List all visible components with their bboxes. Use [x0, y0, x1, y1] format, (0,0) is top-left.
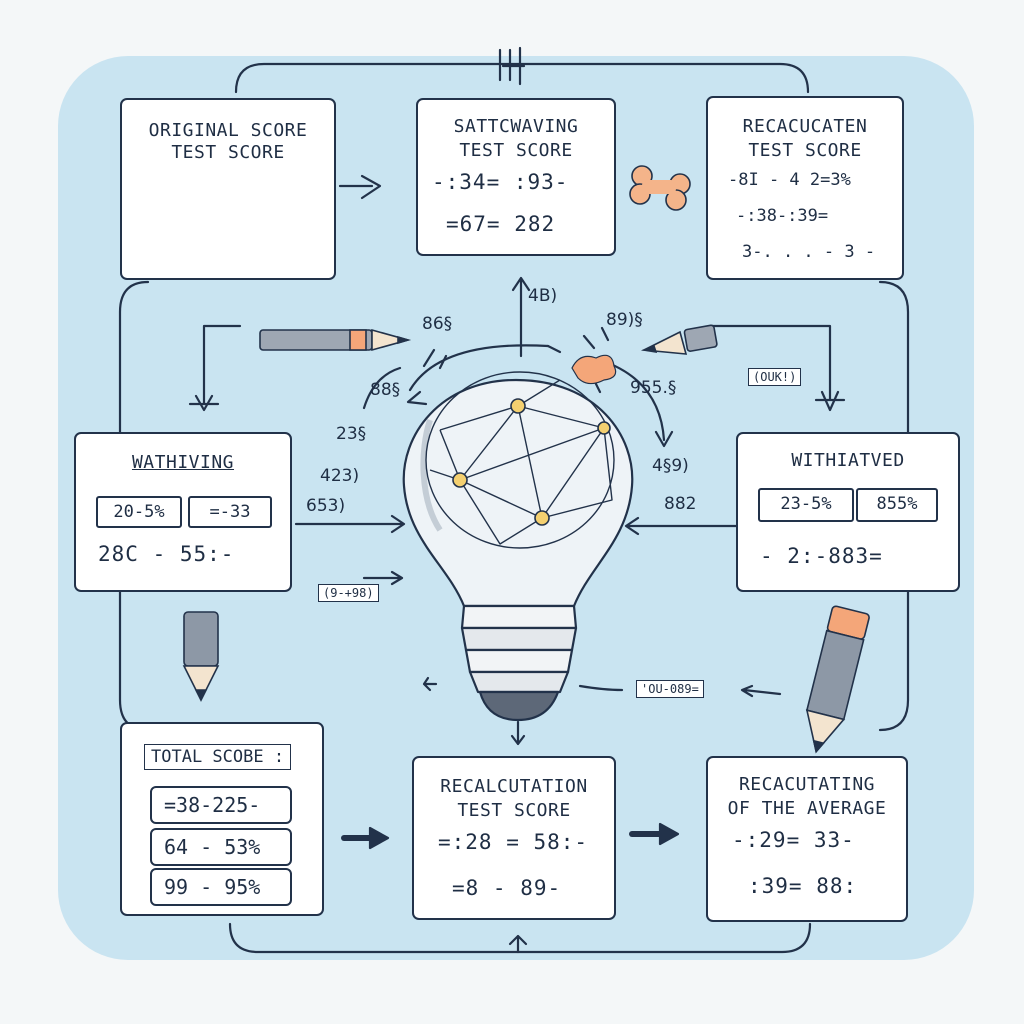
annotation-left-a: 86§ [422, 314, 453, 334]
annotation-top: 4B) [528, 286, 558, 306]
recalcutation-subtitle: TEST SCORE [457, 800, 571, 821]
tag-left: (9-+98) [318, 584, 379, 602]
withiatved-cell-1: 23-5% [758, 488, 854, 522]
bone-doodle [629, 165, 691, 211]
withiatved-title: WITHIATVED [791, 450, 905, 471]
arrow-bulb-up [511, 276, 531, 358]
total-score-row-2: 64 - 53% [150, 828, 292, 866]
recacucaten-equation-3: 3-. . . - 3 - [742, 242, 876, 262]
arrow-bulb-down [510, 720, 526, 746]
annotation-left-b: 88§ [370, 380, 401, 400]
annotation-right-a: 89)§ [606, 310, 643, 330]
wathiving-cell-1: 20-5% [96, 496, 182, 528]
recacutating-title: RECACUTATING [738, 774, 876, 795]
recalcutation-equation-2: =8 - 89- [452, 876, 562, 900]
tag-bottom: 'OU-089= [636, 680, 704, 698]
arrow-tag-left [362, 570, 404, 586]
arrow-original-to-sattcwaving [338, 174, 382, 200]
arc-left-small [362, 366, 402, 410]
wathiving-box: WATHIVING 20-5% =-33 28C - 55:- [74, 432, 292, 592]
sattcwaving-equation-1: -:34= :93- [432, 170, 569, 194]
branch-left-down [188, 324, 242, 412]
withiatved-cell-2: 855% [856, 488, 938, 522]
wathiving-title: WATHIVING [131, 452, 235, 473]
annotation-right-d: 882 [664, 494, 697, 514]
total-score-row-3: 99 - 95% [150, 868, 292, 906]
recacutating-equation-2: :39= 88: [748, 874, 858, 898]
bottom-up-arrow [508, 934, 528, 954]
pencil-top-left [259, 328, 411, 352]
recacutating-subtitle: OF THE AVERAGE [727, 798, 887, 819]
sattcwaving-box: SATTCWAVING TEST SCORE -:34= :93- =67= 2… [416, 98, 616, 256]
wathiving-cell-2: =-33 [188, 496, 272, 528]
withiatved-box: WITHIATVED 23-5% 855% - 2:-883= [736, 432, 960, 592]
tag-right: (OUK!) [748, 368, 802, 386]
bottom-loop-line [228, 922, 812, 954]
wathiving-equation: 28C - 55:- [98, 542, 235, 566]
annotation-left-d: 423) [320, 466, 360, 486]
recacutating-equation-1: -:29= 33- [732, 828, 855, 852]
recacucaten-box: RECACUCATEN TEST SCORE -8I - 4 2=3% -:38… [706, 96, 904, 280]
total-score-row-1: =38-225- [150, 786, 292, 824]
annotation-left-c: 23§ [336, 424, 367, 444]
total-score-title: TOTAL SCOBE : [144, 744, 292, 770]
recacutating-box: RECACUTATING OF THE AVERAGE -:29= 33- :3… [706, 756, 908, 922]
recalcutation-box: RECALCUTATION TEST SCORE =:28 = 58:- =8 … [412, 756, 616, 920]
annotation-right-b: 955.§ [630, 378, 677, 398]
lightbulb-illustration [402, 371, 634, 722]
scribble-marks [422, 326, 610, 394]
top-loop-tick [498, 46, 526, 86]
annotation-left-e: 653) [306, 496, 346, 516]
small-arrow-left [422, 676, 438, 692]
original-score-box: ORIGINAL SCORE TEST SCORE [120, 98, 336, 280]
recalcutation-equation-1: =:28 = 58:- [438, 830, 589, 854]
recacucaten-equation-1: -8I - 4 2=3% [728, 170, 851, 190]
pencil-left-vertical [182, 611, 220, 702]
annotation-right-c: 4§9) [652, 456, 689, 476]
arrow-right-to-bulb [624, 516, 738, 536]
sattcwaving-subtitle: TEST SCORE [459, 140, 573, 161]
recacucaten-equation-2: -:38-:39= [736, 206, 829, 226]
arrow-left-to-bulb [294, 514, 406, 534]
withiatved-equation: - 2:-883= [760, 544, 883, 568]
recacucaten-title: RECACUCATEN [742, 116, 868, 137]
original-score-title: ORIGINAL SCORE [148, 120, 308, 141]
pencil-right-diagonal [805, 605, 870, 754]
sattcwaving-title: SATTCWAVING [453, 116, 579, 137]
original-score-subtitle: TEST SCORE [171, 142, 285, 163]
top-loop-line [234, 62, 810, 94]
arc-top-left [408, 344, 550, 392]
arrow-tag-right [740, 684, 782, 698]
sattcwaving-equation-2: =67= 282 [446, 212, 556, 236]
pencil-top-right [641, 324, 718, 355]
branch-right-down [710, 324, 846, 412]
recalcutation-title: RECALCUTATION [440, 776, 588, 797]
splash-blob [571, 354, 617, 385]
recacucaten-subtitle: TEST SCORE [748, 140, 862, 161]
